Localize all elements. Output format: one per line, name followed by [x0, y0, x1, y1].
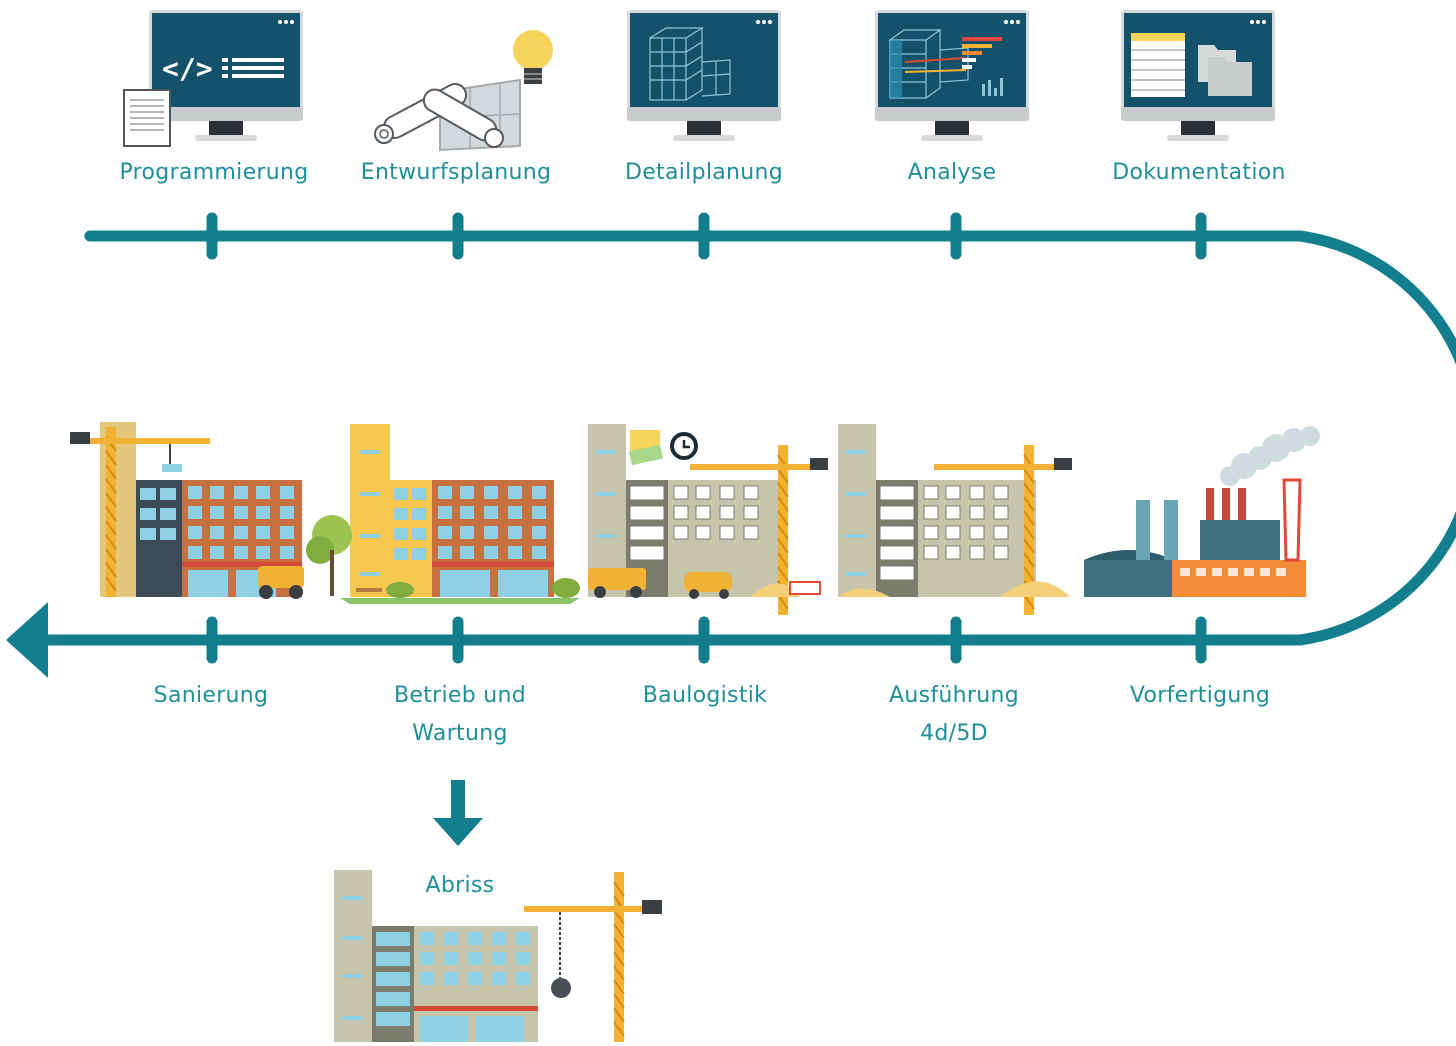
stage-label-entwurfsplanung: Entwurfsplanung — [360, 160, 552, 185]
stage-label-betrieb-wartung: Betrieb und Wartung — [393, 683, 527, 746]
documents-monitor-icon — [1121, 10, 1275, 141]
factory-icon — [1084, 426, 1320, 597]
stage-label-sanierung: Sanierung — [153, 683, 269, 708]
stage-label-ausfuehrung: Ausführung 4d/5D — [889, 683, 1019, 746]
analysis-monitor-icon — [875, 10, 1029, 141]
logistics-building-icon — [588, 424, 828, 616]
blueprint-lightbulb-icon — [374, 30, 553, 152]
down-arrow-icon — [433, 780, 483, 846]
stage-label-analyse: Analyse — [907, 160, 997, 185]
stage-label-vorfertigung: Vorfertigung — [1129, 683, 1271, 708]
operating-building-icon — [306, 424, 580, 604]
renovation-building-icon — [70, 422, 304, 599]
stage-label-detailplanung: Detailplanung — [624, 160, 784, 185]
stage-label-abriss: Abriss — [425, 873, 495, 898]
stage-label-baulogistik: Baulogistik — [642, 683, 768, 708]
code-monitor-icon: </> — [123, 10, 303, 147]
stage-label-programmierung: Programmierung — [119, 160, 309, 185]
stage-label-dokumentation: Dokumentation — [1112, 160, 1286, 185]
lifecycle-track — [6, 212, 1456, 846]
demolition-crane-icon — [334, 870, 662, 1043]
construction-building-icon — [838, 424, 1072, 616]
svg-text:</>: </> — [162, 52, 213, 85]
wireframe-monitor-icon — [627, 10, 781, 141]
track-arrowhead-left — [6, 602, 48, 678]
